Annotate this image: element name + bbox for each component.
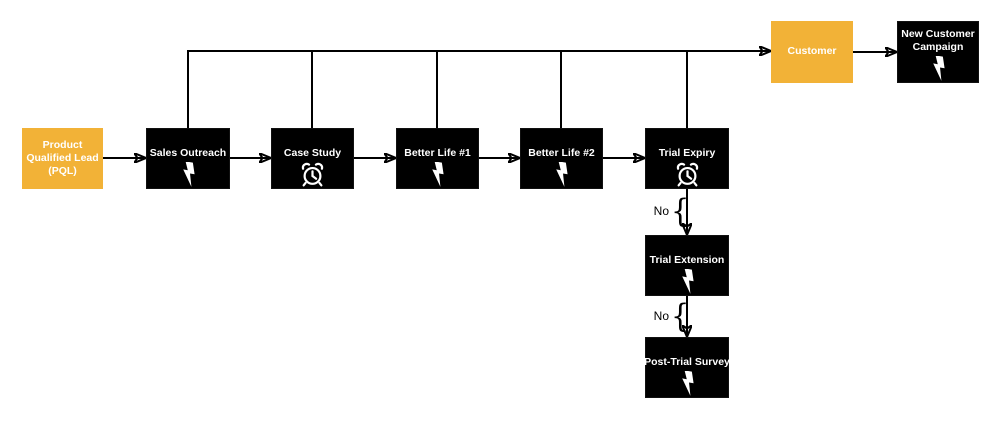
lightning-icon [178,161,199,187]
alarm-clock-icon [674,162,701,187]
node-trial-expiry[interactable]: Trial Expiry [645,128,729,189]
edge-top-rail-to-customer [187,51,770,128]
node-label: Better Life #2 [528,146,595,159]
node-label: Trial Extension [649,253,725,266]
node-label: Better Life #1 [404,146,471,159]
lightning-icon [928,55,949,81]
alarm-clock-icon [299,162,326,187]
curly-brace-1: { [671,192,690,230]
lightning-icon [551,161,572,187]
node-label: Customer [787,45,837,58]
curly-brace-2: { [671,297,690,335]
lightning-icon [677,370,698,396]
node-label: Sales Outreach [149,146,227,159]
node-customer[interactable]: Customer [771,21,853,83]
node-case-study[interactable]: Case Study [271,128,354,189]
node-post-trial-survey[interactable]: Post-Trial Survey [644,337,730,398]
node-product-qualified-lead[interactable]: Product Qualified Lead (PQL) [22,128,103,189]
node-label: Trial Expiry [658,146,716,159]
edge-label-no-1: No [653,204,669,218]
node-trial-extension[interactable]: Trial Extension [645,235,729,296]
node-label: Post-Trial Survey [644,355,730,368]
node-label: Product Qualified Lead (PQL) [26,138,99,178]
node-better-life-2[interactable]: Better Life #2 [520,128,603,189]
node-sales-outreach[interactable]: Sales Outreach [146,128,230,189]
node-new-customer-campaign[interactable]: New Customer Campaign [897,21,979,83]
node-better-life-1[interactable]: Better Life #1 [396,128,479,189]
edge-label-no-2: No [653,309,669,323]
node-label: New Customer Campaign [901,27,975,53]
lightning-icon [677,268,698,294]
node-label: Case Study [283,146,342,159]
lightning-icon [427,161,448,187]
